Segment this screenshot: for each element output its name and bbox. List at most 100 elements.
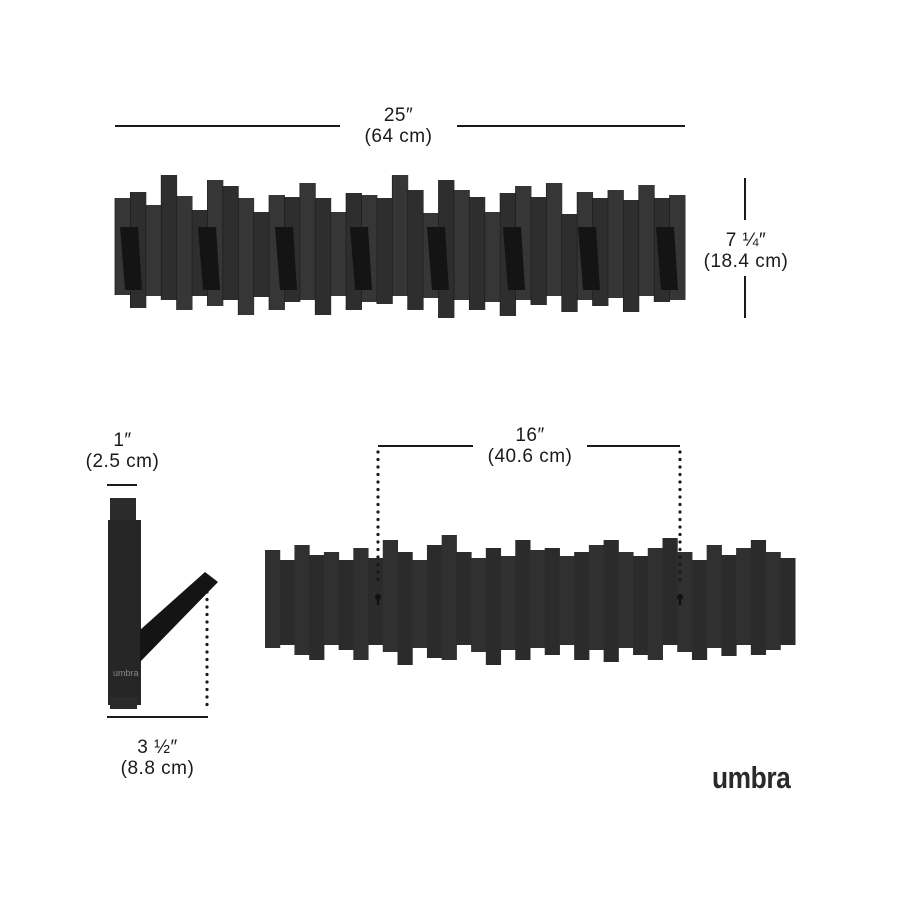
dotted-guide-dot [376,472,380,477]
hook-depth-dimension-line [107,716,208,718]
dotted-guide-dot [678,562,682,567]
depth-imperial: 1″ [113,430,132,451]
back-slat [368,558,384,645]
rack-slat [315,198,332,315]
dotted-guide-dot [678,517,682,522]
dotted-guide-dot [678,457,682,462]
rack-slat [392,175,409,296]
back-slat [780,558,796,645]
back-view-rack [265,450,796,665]
back-slat [691,560,708,660]
back-slat [662,538,678,645]
hook-depth-label: 3 ½″ (8.8 cm) [100,737,215,779]
hook [503,227,525,290]
rack-slat [546,183,563,296]
back-slat [353,548,369,660]
spacing-label: 16″ (40.6 cm) [473,425,587,467]
dotted-guide-dot [376,562,380,567]
front-view-rack [114,175,686,318]
height-dimension-line-top [744,178,746,220]
spacing-dimension-line-right [587,445,680,447]
dotted-guide-dot [376,540,380,544]
back-slat [397,552,413,665]
rack-slat [469,197,486,310]
dotted-guide-dot [205,680,209,684]
depth-label: 1″ (2.5 cm) [70,430,175,472]
back-slat [618,552,634,648]
dotted-guide-dot [376,517,380,522]
back-slat [412,560,428,648]
side-view: umbra [108,498,218,709]
rack-slat [407,190,424,310]
back-slat [559,556,575,645]
dotted-guide-dot [678,450,682,454]
rack-slat [238,198,255,315]
rack-slat [638,185,655,296]
dotted-guide-dot [205,642,209,647]
back-slat [750,540,767,655]
spacing-imperial: 16″ [515,425,545,446]
rack-slat [561,214,578,312]
width-label: 25″ (64 cm) [340,105,457,147]
back-slat [338,560,354,650]
side-hook [140,572,218,662]
dotted-guide-dot [678,525,682,529]
dotted-guide-dot [376,450,380,454]
width-dimension-line-right [457,125,685,127]
back-slat [721,555,737,656]
back-slat [471,558,487,652]
dotted-guide-dot [376,502,380,507]
dotted-guide-dot [205,672,209,677]
dotted-guide-dot [205,605,209,609]
depth-dimension-line [107,484,137,486]
back-slat [765,552,781,650]
back-slat [530,550,546,648]
back-slat [294,545,310,655]
dotted-guide-dot [376,570,380,574]
rack-slat [161,175,178,300]
rack-slat [453,190,470,300]
back-slat [441,535,457,660]
dotted-guide-dot [376,525,380,529]
width-imperial: 25″ [383,105,414,126]
back-slat [309,555,325,660]
rack-slat [176,196,193,310]
back-slat [544,548,560,655]
back-slat [426,545,443,658]
height-label: 7 ¼″ (18.4 cm) [690,230,802,272]
hook [656,227,678,290]
dotted-guide-dot [205,612,209,617]
height-dimension-line-bottom [744,276,746,318]
dotted-guide-dot [205,620,209,624]
side-logo: umbra [113,668,139,678]
back-slat [265,550,281,648]
rack-slat [330,212,347,296]
side-bottom-block [110,697,137,709]
dotted-guide-dot [205,695,209,699]
keyhole-slot [678,597,682,605]
back-slat [677,552,693,652]
rack-slat [253,212,270,297]
dotted-guide-dot [376,577,380,582]
back-slat [603,540,619,662]
keyhole-slot [376,597,380,605]
dotted-guide-dot [205,627,209,632]
dotted-guide-dot [376,532,380,537]
back-slat [279,560,295,645]
back-slat [588,545,605,650]
dotted-guide-dot [205,665,209,669]
dotted-guide-dot [678,555,682,559]
hook-depth-metric: (8.8 cm) [120,758,195,779]
back-slat [706,545,722,648]
hook [198,227,220,290]
side-body [108,520,141,705]
back-slat [485,548,502,665]
hook [578,227,600,290]
dotted-guide-dot [678,495,682,499]
back-slat [647,548,663,660]
hook [120,227,142,290]
dotted-guide-dot [205,657,209,662]
side-top-block [110,498,136,524]
dotted-guide-dot [678,547,682,552]
